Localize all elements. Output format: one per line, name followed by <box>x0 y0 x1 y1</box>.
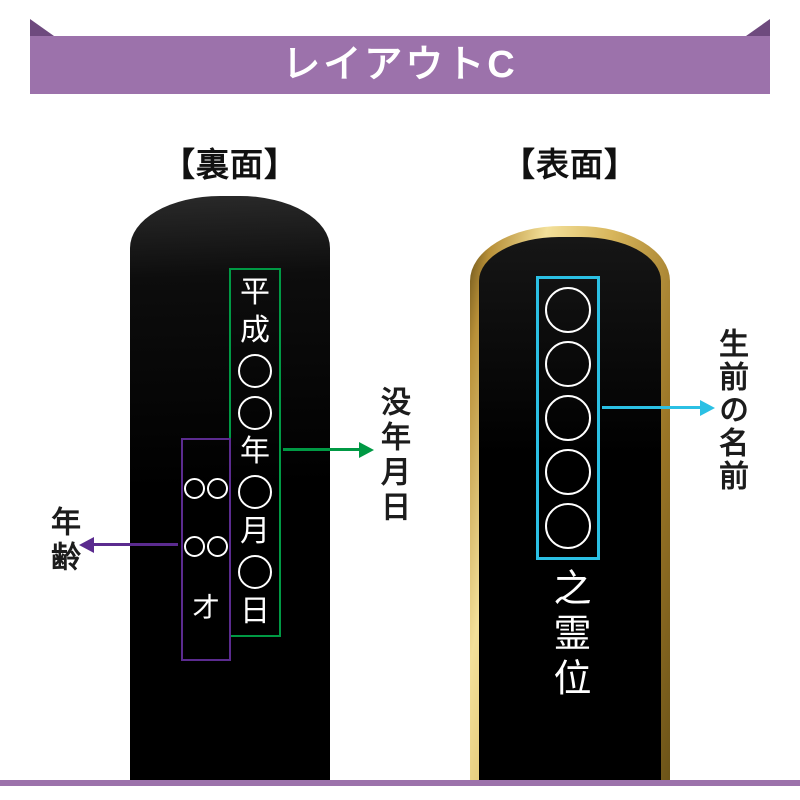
age-arrow-icon <box>92 543 178 546</box>
placeholder-circle: ○ <box>238 475 272 510</box>
ribbon-fold-left-icon <box>30 19 54 36</box>
age-suffix-char: 才 <box>192 592 220 623</box>
placeholder-circle: ○ <box>238 395 272 430</box>
placeholder-circle: ○ <box>545 503 591 549</box>
ribbon-fold-right-icon <box>746 19 770 36</box>
death-date-label: 没年月日 <box>376 386 409 526</box>
date-char: 月 <box>240 515 270 549</box>
age-circle-row: ○ ○ <box>184 536 228 557</box>
age-label: 年齢 <box>46 506 79 576</box>
placeholder-circle: ○ <box>545 395 591 441</box>
placeholder-circle: ○ <box>207 477 228 499</box>
title-banner: レイアウトC <box>30 19 770 94</box>
age-box: ○ ○ ○ ○ 才 <box>181 438 231 661</box>
death-date-box: 平 成 ○ ○ 年 ○ 月 ○ 日 <box>229 268 281 637</box>
date-char: 年 <box>240 435 270 469</box>
death-date-arrow-icon <box>283 448 361 451</box>
front-side-heading: 【表面】 <box>502 146 638 183</box>
placeholder-circle: ○ <box>545 449 591 495</box>
name-box: ○ ○ ○ ○ ○ <box>536 276 600 560</box>
placeholder-circle: ○ <box>545 287 591 333</box>
placeholder-circle: ○ <box>184 536 205 557</box>
placeholder-circle: ○ <box>238 353 272 388</box>
back-side-heading: 【裏面】 <box>162 146 298 183</box>
name-arrow-icon <box>602 406 702 409</box>
page-title: レイアウトC <box>282 44 518 86</box>
age-circle-row: ○ ○ <box>184 477 228 499</box>
date-char: 平 <box>240 275 270 309</box>
date-char: 日 <box>240 595 270 629</box>
placeholder-circle: ○ <box>545 341 591 387</box>
date-char: 成 <box>240 313 270 347</box>
bottom-divider <box>0 780 800 786</box>
placeholder-circle: ○ <box>184 477 205 499</box>
name-label: 生前の名前 <box>714 328 747 493</box>
placeholder-circle: ○ <box>207 536 228 557</box>
placeholder-circle: ○ <box>238 555 272 590</box>
memorial-suffix-text: 之霊位 <box>547 568 589 703</box>
